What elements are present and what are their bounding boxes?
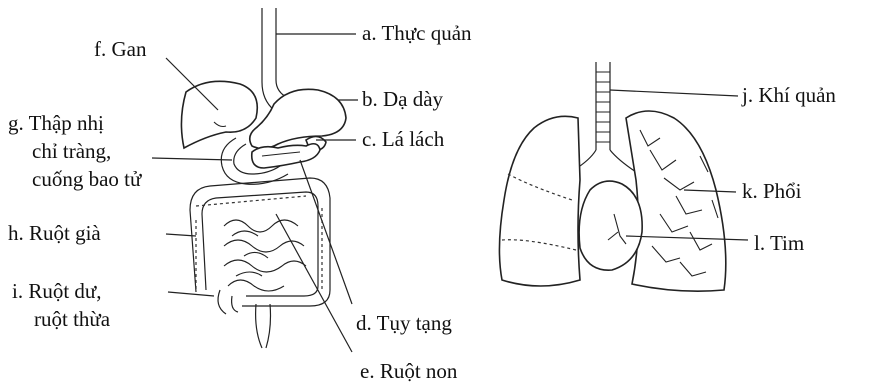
- label-pancreas: d. Tụy tạng: [356, 311, 452, 335]
- label-appendix-line1: i. Ruột dư,: [12, 279, 102, 303]
- label-lungs: k. Phổi: [742, 179, 802, 203]
- label-large-intestine: h. Ruột già: [8, 221, 101, 245]
- heart: [579, 181, 642, 270]
- left-lung: [499, 116, 580, 286]
- large-intestine: [190, 178, 330, 306]
- label-trachea: j. Khí quản: [741, 83, 836, 107]
- label-small-intestine: e. Ruột non: [360, 359, 458, 383]
- respiratory-system: [499, 62, 725, 291]
- label-duodenum-line1: g. Thập nhị: [8, 111, 104, 135]
- label-duodenum-line3: cuống bao tử: [32, 167, 142, 191]
- label-heart: l. Tim: [754, 231, 804, 255]
- right-lung: [626, 111, 726, 291]
- label-spleen: c. Lá lách: [362, 127, 445, 151]
- label-duodenum-line2: chỉ tràng,: [32, 139, 111, 163]
- trachea: [596, 62, 610, 150]
- rectum: [256, 304, 271, 348]
- label-liver: f. Gan: [94, 37, 147, 61]
- label-esophagus: a. Thực quản: [362, 21, 472, 45]
- label-stomach: b. Dạ dày: [362, 87, 444, 111]
- label-appendix-line2: ruột thừa: [34, 307, 111, 331]
- small-intestine: [224, 220, 306, 291]
- appendix: [218, 290, 238, 314]
- liver: [181, 81, 257, 148]
